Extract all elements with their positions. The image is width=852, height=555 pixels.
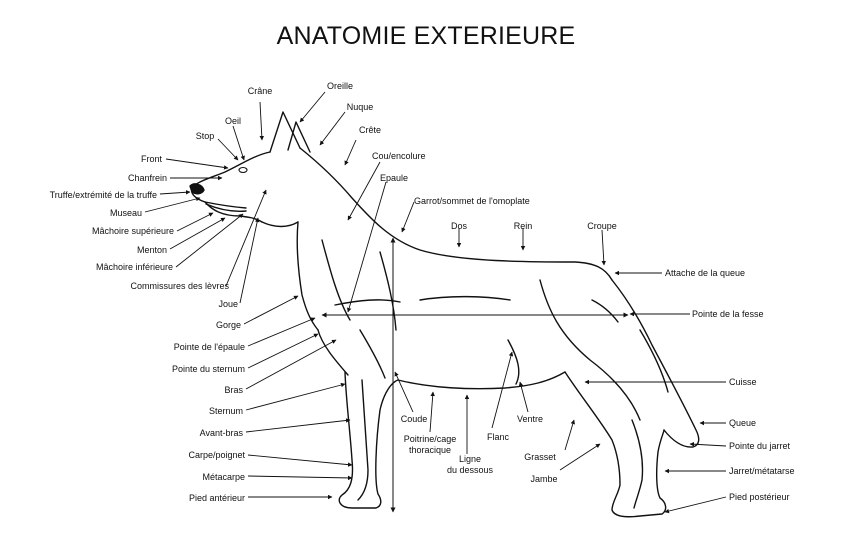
label-sternum: Sternum bbox=[208, 406, 243, 416]
label-rein: Rein bbox=[513, 221, 533, 231]
label-bras: Bras bbox=[224, 385, 243, 395]
label-crane: Crâne bbox=[247, 86, 273, 96]
label-epaule: Epaule bbox=[380, 173, 409, 183]
label-nuque: Nuque bbox=[346, 102, 374, 112]
leader-lines bbox=[144, 91, 727, 514]
measurement-lines bbox=[321, 237, 629, 513]
label-front: Front bbox=[140, 154, 162, 164]
label-pointe-jarret: Pointe du jarret bbox=[729, 441, 791, 451]
label-commissures: Commissures des lèvres bbox=[130, 281, 229, 291]
label-joue: Joue bbox=[218, 299, 238, 309]
label-jambe: Jambe bbox=[530, 474, 558, 484]
label-machoire-inferieure: Mâchoire inférieure bbox=[95, 262, 173, 272]
label-ventre: Ventre bbox=[516, 414, 544, 424]
label-oeil: Oeil bbox=[224, 116, 241, 126]
label-ligne-1: Ligne bbox=[458, 454, 482, 464]
label-croupe: Croupe bbox=[587, 221, 617, 231]
label-cou: Cou/encolure bbox=[372, 151, 426, 161]
label-menton: Menton bbox=[136, 245, 167, 255]
label-pointe-sternum: Pointe du sternum bbox=[171, 364, 245, 374]
label-machoire-superieure: Mâchoire supérieure bbox=[91, 226, 174, 236]
label-gorge: Gorge bbox=[215, 320, 241, 330]
label-dos: Dos bbox=[450, 221, 467, 231]
label-jarret: Jarret/métatarse bbox=[729, 466, 795, 476]
dog-illustration bbox=[189, 111, 700, 518]
label-avant-bras: Avant-bras bbox=[199, 428, 243, 438]
label-truffe: Truffe/extrémité de la truffe bbox=[49, 190, 157, 200]
label-ligne-2: du dessous bbox=[446, 465, 494, 475]
label-pied-anterieur: Pied antérieur bbox=[188, 493, 245, 503]
label-stop: Stop bbox=[195, 131, 215, 141]
diagram-title: ANATOMIE EXTERIEURE bbox=[276, 22, 576, 50]
label-flanc: Flanc bbox=[486, 432, 509, 442]
label-attache-queue: Attache de la queue bbox=[665, 268, 746, 278]
label-poitrine-1: Poitrine/cage bbox=[403, 434, 457, 444]
label-pointe-epaule: Pointe de l'épaule bbox=[173, 342, 245, 352]
label-oreille: Oreille bbox=[326, 81, 353, 91]
label-garrot: Garrot/sommet de l'omoplate bbox=[414, 196, 530, 206]
label-pointe-fesse: Pointe de la fesse bbox=[692, 309, 764, 319]
label-coude: Coude bbox=[400, 414, 428, 424]
label-metacarpe: Métacarpe bbox=[202, 472, 245, 482]
label-cuisse: Cuisse bbox=[729, 377, 757, 387]
label-chanfrein: Chanfrein bbox=[127, 173, 167, 183]
label-carpe: Carpe/poignet bbox=[188, 450, 245, 460]
label-museau: Museau bbox=[109, 208, 142, 218]
label-grasset: Grasset bbox=[524, 452, 556, 462]
label-crete: Crête bbox=[358, 125, 381, 135]
label-poitrine-2: thoracique bbox=[408, 445, 452, 455]
label-pied-posterieur: Pied postérieur bbox=[729, 492, 790, 502]
label-queue: Queue bbox=[729, 418, 757, 428]
